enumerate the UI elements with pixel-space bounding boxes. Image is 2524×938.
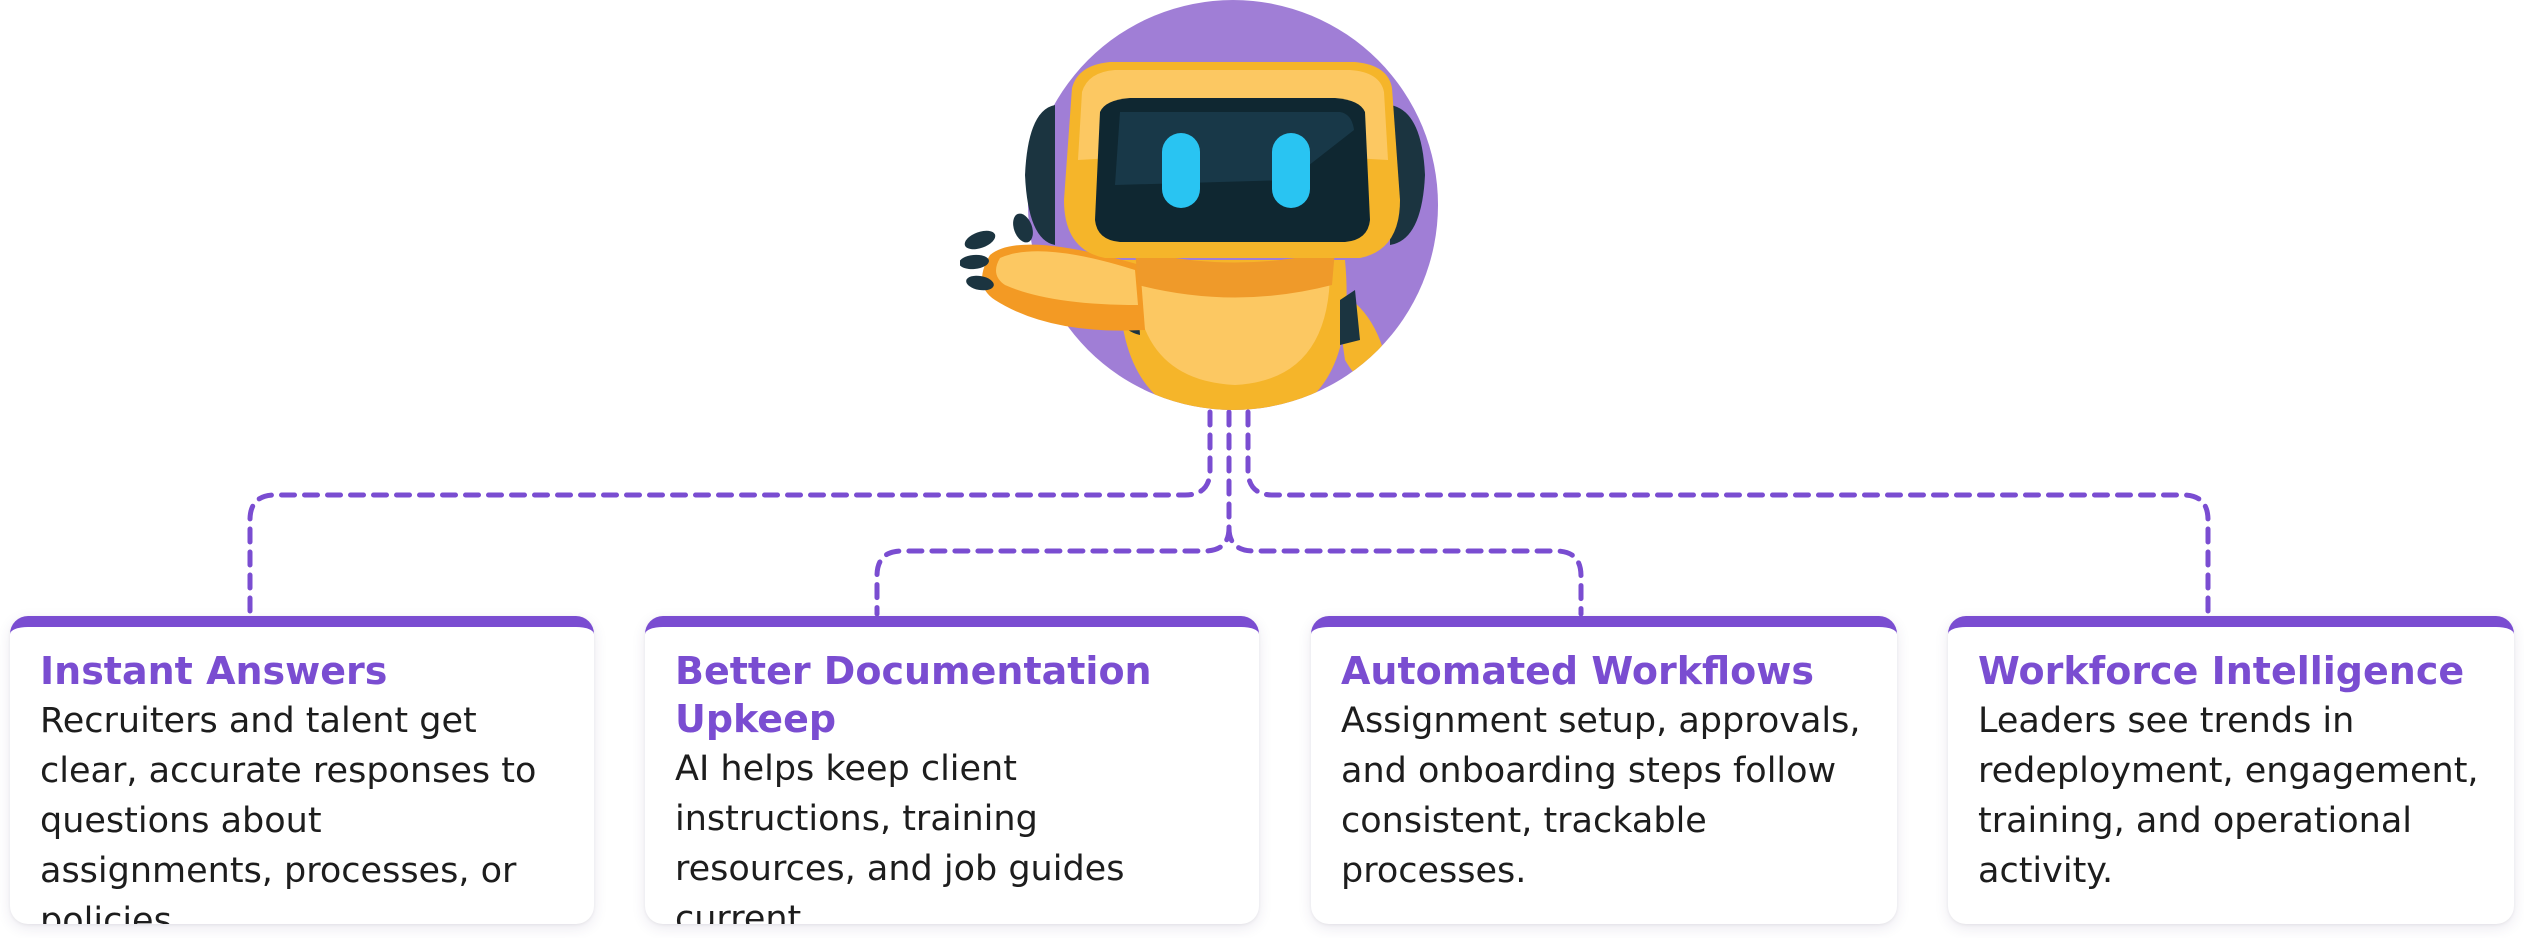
card-title: Instant Answers <box>40 649 388 693</box>
card-title: Workforce Intelligence <box>1978 649 2465 693</box>
card-description: AI helps keep client instructions, train… <box>675 749 1125 924</box>
card-workforce-intelligence: Workforce Intelligence Leaders see trend… <box>1948 616 2514 924</box>
card-description: Recruiters and talent get clear, accurat… <box>40 701 537 924</box>
card-instant-answers: Instant Answers Recruiters and talent ge… <box>10 616 594 924</box>
card-description: Assignment setup, approvals, and onboard… <box>1341 701 1861 891</box>
card-title: Better Documentation Upkeep <box>675 649 1152 741</box>
card-better-documentation-upkeep: Better Documentation Upkeep AI helps kee… <box>645 616 1259 924</box>
connector-card-3 <box>1226 525 1584 617</box>
card-description: Leaders see trends in redeployment, enga… <box>1978 701 2479 891</box>
robot-right-eye <box>1272 133 1310 208</box>
card-automated-workflows: Automated Workflows Assignment setup, ap… <box>1311 616 1897 924</box>
robot-left-eye <box>1162 133 1200 208</box>
card-title: Automated Workflows <box>1341 649 1815 693</box>
robot-mascot-waving-icon <box>960 0 1438 410</box>
connector-card-4 <box>1245 409 2211 617</box>
connector-card-2 <box>874 409 1232 617</box>
connector-card-1 <box>247 409 1213 617</box>
